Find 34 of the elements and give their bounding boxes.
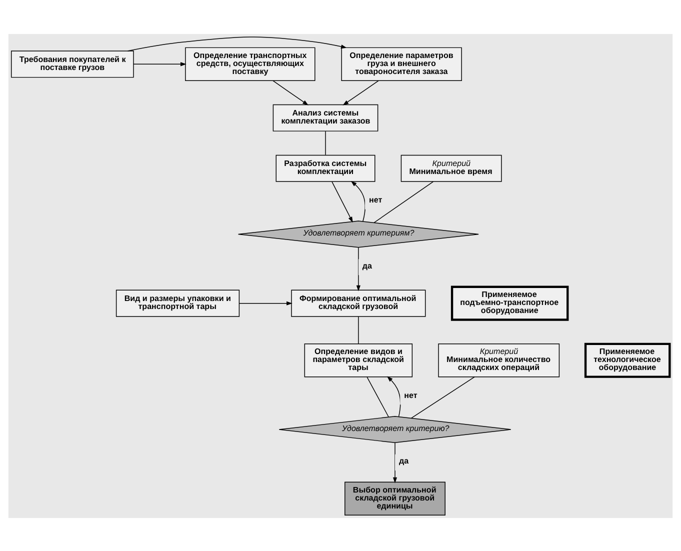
node-box: Применяемое технологическое оборудование: [584, 342, 671, 378]
node-box: Анализ системы комплектации заказов: [272, 104, 378, 131]
node-box: Критерий Минимальное время: [400, 154, 502, 182]
arrow: [332, 180, 353, 222]
arrow: [133, 62, 186, 66]
node-box: Требования покупателей к поставке грузов: [11, 50, 134, 78]
node-box: Выбор оптимальной складской грузовой единицы: [344, 481, 446, 515]
connector: [374, 180, 434, 223]
node-diamond: Удовлетворяет критерию?: [278, 415, 512, 443]
connector: [325, 130, 326, 155]
arrow: [392, 442, 398, 483]
node-box: Критерий Минимальное количество складских операций: [438, 343, 560, 377]
arrow: [342, 80, 379, 105]
arrow: [387, 376, 401, 416]
edge-label: нет: [404, 390, 418, 400]
connector: [411, 376, 475, 418]
arrow: [356, 246, 360, 291]
node-box: Формирование оптимальной складской грузовой: [291, 289, 426, 316]
edge-label: нет: [369, 195, 382, 204]
node-box: Определение параметров груза и внешнего товароносителя заказа: [341, 46, 462, 80]
node-diamond: Удовлетворяет критериям?: [238, 220, 479, 248]
node-box: Вид и размеры упаковки и транспортной тары: [116, 289, 240, 316]
arrow: [272, 80, 308, 105]
node-box: Разработка системы комплектации: [276, 154, 376, 182]
node-box: Определение транспортных средств, осуществляющих поставку: [185, 46, 316, 80]
node-box: Применяемое подъемно-транспортное оборудование: [450, 285, 569, 320]
arrow: [127, 36, 347, 51]
arrow: [350, 180, 366, 222]
node-box: Определение видов и параметров складской тары: [304, 343, 413, 377]
arrow: [239, 300, 292, 305]
edge-label: да: [362, 260, 372, 270]
connector: [358, 316, 359, 344]
edge-label: да: [399, 456, 409, 466]
connector: [366, 376, 389, 417]
